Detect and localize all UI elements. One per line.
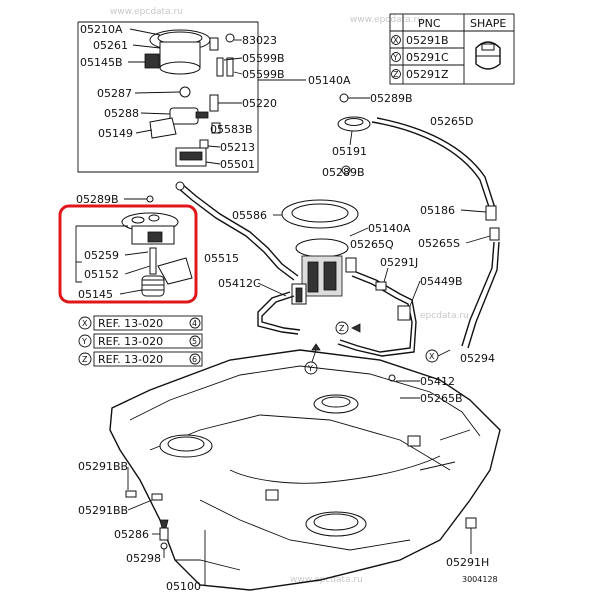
part-label-05100[interactable]: 05100 [166,580,201,593]
filler-cap-parts [337,93,371,175]
pnc-row-mark: Z [393,70,399,79]
callout-z[interactable]: Z [335,321,361,335]
pnc-row-value[interactable]: 05291Z [406,68,449,81]
filter-parts [149,57,234,167]
fuel-pump-module-top [144,29,235,75]
watermark: epcdata.ru [420,311,469,321]
pnc-header: PNC [418,17,441,30]
part-label-05515[interactable]: 05515 [204,252,239,265]
pnc-row-mark: X [393,36,399,45]
part-label-05501[interactable]: 05501 [220,158,255,171]
svg-text:X: X [82,319,88,328]
part-label-05583B[interactable]: 05583B [210,123,253,136]
callout-y[interactable]: Y [304,343,321,375]
part-label-05291H[interactable]: 05291H [446,556,489,569]
svg-text:Z: Z [339,324,345,333]
ref-list: X REF. 13-020 4 Y REF. 13-020 5 Z REF. 1… [78,315,203,367]
svg-text:X: X [429,352,435,361]
part-label-05599B-1[interactable]: 05599B [242,52,285,65]
part-label-05213[interactable]: 05213 [220,141,255,154]
part-label-05265S[interactable]: 05265S [418,237,460,250]
part-label-05265D[interactable]: 05265D [430,115,473,128]
part-label-05287[interactable]: 05287 [97,87,132,100]
callout-x[interactable]: X [425,349,451,363]
part-label-05289B-top[interactable]: 05289B [370,92,413,105]
svg-text:Y: Y [307,364,313,373]
pnc-row-value[interactable]: 05291B [406,34,449,47]
fuel-tank [109,349,501,591]
part-label-05294[interactable]: 05294 [460,352,495,365]
part-label-05186[interactable]: 05186 [420,204,455,217]
part-label-05152[interactable]: 05152 [84,268,119,281]
part-label-05291J[interactable]: 05291J [380,256,418,269]
svg-text:Y: Y [81,337,87,346]
part-label-05265Q[interactable]: 05265Q [350,238,394,251]
svg-text:4: 4 [192,319,197,328]
part-label-05145[interactable]: 05145 [78,288,113,301]
pnc-row-value[interactable]: 05291C [406,51,449,64]
highlight-box [58,204,198,304]
fuel-pump-assembly [291,238,357,305]
watermark: www.epcdata.ru [350,15,423,25]
pnc-row-mark: Y [392,53,398,62]
part-label-05449B[interactable]: 05449B [420,275,463,288]
tank-fasteners [125,490,477,550]
part-label-05191[interactable]: 05191 [332,145,367,158]
part-label-05298[interactable]: 05298 [126,552,161,565]
sub-pump-assembly [121,212,193,297]
drawing-number: 3004128 [462,575,498,584]
shape-header: SHAPE [470,17,506,30]
part-label-05220[interactable]: 05220 [242,97,277,110]
part-label-05291BB-2[interactable]: 05291BB [78,504,128,517]
pump-group-frame [77,21,306,173]
watermark: www.epcdata.ru [110,7,183,17]
part-label-05412C[interactable]: 05412C [218,277,261,290]
pump-gasket [281,199,359,229]
part-label-05261[interactable]: 05261 [93,39,128,52]
part-label-05259[interactable]: 05259 [84,249,119,262]
part-label-05289B-left[interactable]: 05289B [76,193,119,206]
part-label-05149[interactable]: 05149 [98,127,133,140]
part-label-05599B-2[interactable]: 05599B [242,68,285,81]
part-label-05145B[interactable]: 05145B [80,56,123,69]
svg-text:6: 6 [192,355,197,364]
ref-text[interactable]: REF. 13-020 [98,353,163,366]
clip-shape-icon [475,41,501,70]
part-label-83023[interactable]: 83023 [242,34,277,47]
pnc-table: PNC SHAPE X 05291B Y 05291C Z 05291Z [389,13,515,85]
part-label-05140A-mid[interactable]: 05140A [368,222,411,235]
part-label-05288[interactable]: 05288 [104,107,139,120]
part-label-05265B[interactable]: 05265B [420,392,463,405]
part-label-05291BB-1[interactable]: 05291BB [78,460,128,473]
ref-text[interactable]: REF. 13-020 [98,335,163,348]
fuel-line [181,183,299,277]
part-label-05289B-mid[interactable]: 05289B [322,166,365,179]
ref-text[interactable]: REF. 13-020 [98,317,163,330]
svg-text:5: 5 [192,337,197,346]
watermark: www.epcdata.ru [290,575,363,585]
part-label-05210A[interactable]: 05210A [80,23,123,36]
part-label-05140A-top[interactable]: 05140A [308,74,351,87]
vent-hose [371,121,491,211]
part-label-05286[interactable]: 05286 [114,528,149,541]
svg-text:Z: Z [82,355,88,364]
part-label-05586[interactable]: 05586 [232,209,267,222]
